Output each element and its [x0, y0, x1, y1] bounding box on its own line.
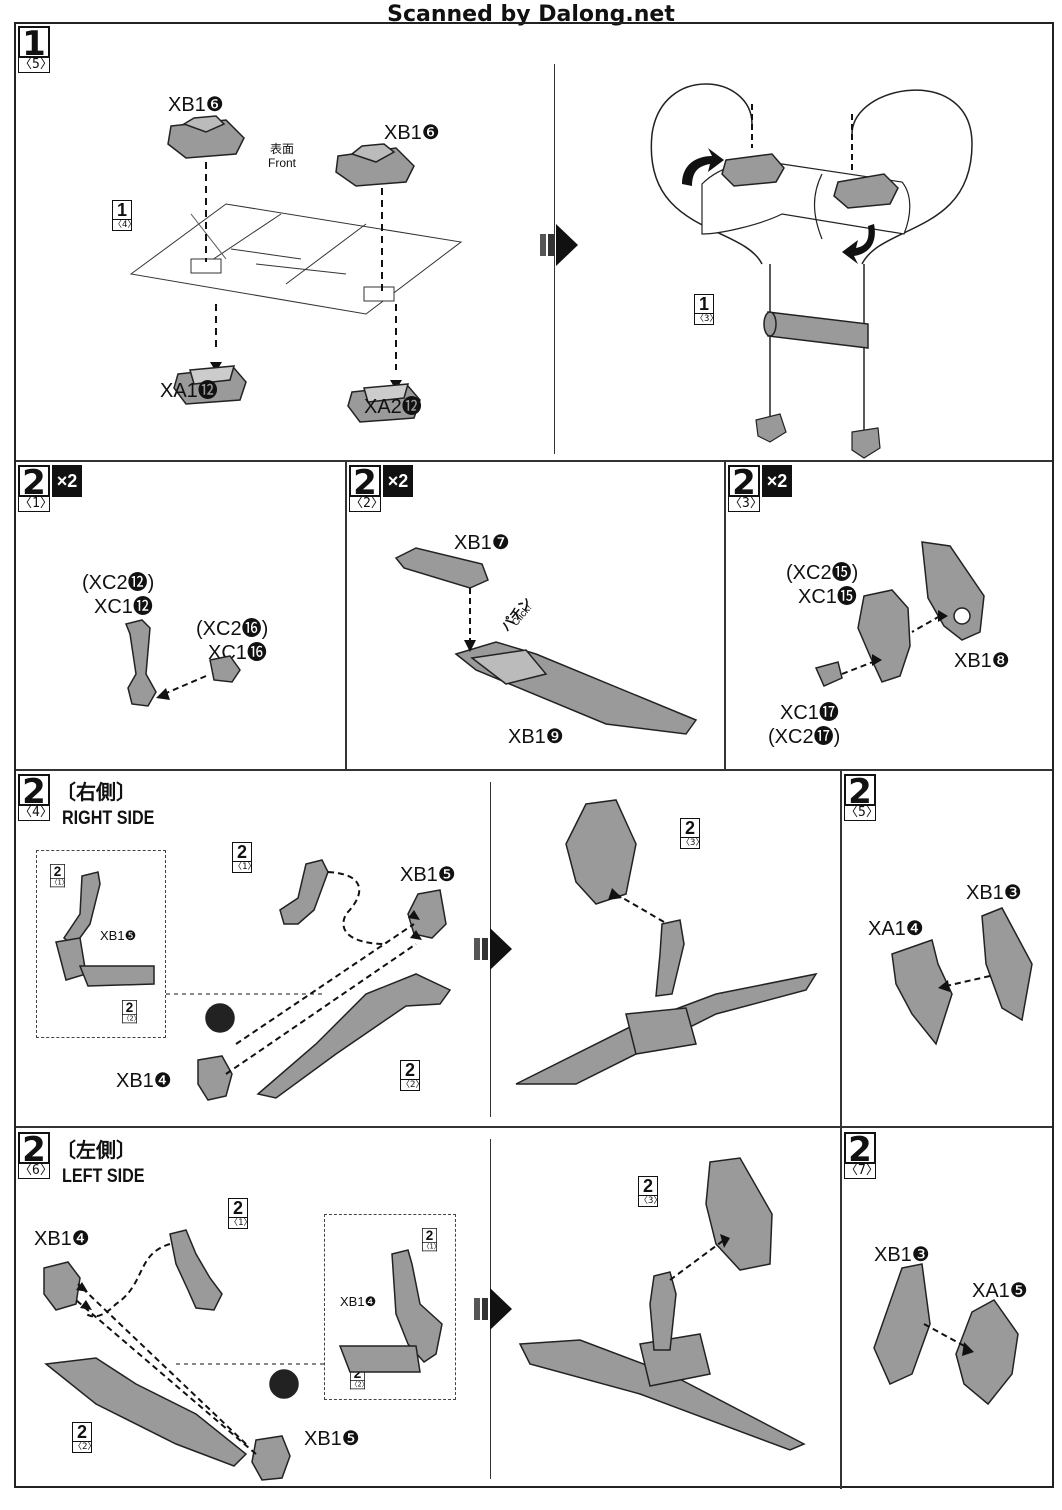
next-arrow-step2-6	[474, 1288, 512, 1330]
ref-badge-sheet: 1 〈4〉	[112, 200, 137, 231]
step2-6-diagram	[43, 1229, 443, 1481]
step-badge-2-4: 2 〈4〉	[18, 772, 53, 821]
ref-right-base: 2 〈2〉	[400, 1060, 425, 1091]
label-xc1-15: XC1⓯	[798, 586, 857, 608]
dashed-guides	[205, 162, 397, 370]
label-xa1-4: XA1❹	[868, 918, 924, 940]
sticker-sheet	[129, 203, 463, 315]
step-badge-2-3: 2 〈3〉	[728, 463, 763, 512]
label-xb1-4-right: XB1❹	[116, 1070, 172, 1092]
part-xa2-12	[347, 383, 421, 423]
step2-1-diagram	[124, 619, 241, 707]
label-xb1-5-left: XB1❺	[304, 1428, 360, 1450]
step2-4-diagram	[55, 859, 452, 1101]
step2-5-diagram	[891, 907, 1033, 1046]
parts-top	[721, 153, 899, 209]
label-xb1-8: XB1❽	[954, 650, 1010, 672]
step1-left-diagram	[129, 115, 463, 423]
label-xb1-7: XB1❼	[454, 532, 510, 554]
label-xb1-6-right: XB1❻	[384, 122, 440, 144]
ref-left-arm: 2 〈1〉	[228, 1198, 253, 1229]
substep-number: 〈5〉	[18, 57, 53, 73]
right-side-title-en: RIGHT SIDE	[62, 808, 155, 829]
inset-ref-right-1: 2 〈1〉	[50, 864, 69, 888]
label-xc1-12: XC1⓬	[94, 596, 153, 618]
step-badge-2-6: 2 〈6〉	[18, 1130, 53, 1179]
ref-left-result: 2 〈3〉	[638, 1176, 663, 1207]
label-xb1-5-right: XB1❺	[400, 864, 456, 886]
label-xb1-4-left: XB1❹	[34, 1228, 90, 1250]
step-badge-2-2: 2 〈2〉	[349, 463, 384, 512]
inset-box-left	[324, 1214, 456, 1400]
next-arrow-step1	[540, 224, 578, 266]
label-xb1-6-left: XB1❻	[168, 94, 224, 116]
label-xa2-12: XA2⓬	[364, 396, 422, 418]
ref-badge-pole: 1 〈3〉	[694, 294, 719, 325]
label-xa1-12: XA1⓬	[160, 380, 218, 402]
step-badge-2-7: 2 〈7〉	[844, 1130, 879, 1179]
col-divider-row2-b	[724, 461, 726, 769]
front-label: 表面 Front	[268, 142, 296, 170]
step2-3-diagram	[814, 541, 985, 687]
label-xb1-3-right: XB1❸	[966, 882, 1022, 904]
label-xb1-9: XB1❾	[508, 726, 564, 748]
col-divider-step1	[554, 64, 555, 454]
label-xb1-3-left: XB1❸	[874, 1244, 930, 1266]
times-badge-2-2: ×2	[383, 465, 413, 497]
front-label-en: Front	[268, 156, 297, 170]
next-arrow-step2-4	[474, 928, 512, 970]
ref-left-base: 2 〈2〉	[72, 1422, 97, 1453]
rotation-arrows	[682, 148, 875, 264]
front-label-jp: 表面	[270, 142, 295, 156]
step2-2-diagram	[394, 547, 698, 735]
right-side-title-jp: 〔右側〕	[56, 782, 136, 804]
label-xc2-16: (XC2⓰)	[196, 618, 269, 640]
wire-loops	[650, 83, 973, 434]
part-xb1-6-left	[167, 115, 245, 159]
step-number: 1	[18, 26, 50, 61]
step2-7-diagram	[873, 1263, 1019, 1406]
inset-ref-left-1: 2 〈1〉	[422, 1228, 441, 1252]
label-xc2-12: (XC2⓬)	[82, 572, 155, 594]
label-xc1-17: XC1⓱	[780, 702, 839, 724]
left-side-title-en: LEFT SIDE	[62, 1166, 145, 1187]
col-divider-row4-b	[840, 1127, 842, 1489]
step2-4-result-diagram	[515, 799, 818, 1085]
pole	[763, 311, 869, 349]
instruction-sheet: 1 〈5〉	[14, 22, 1054, 1489]
row-divider-2	[16, 769, 1052, 771]
step-badge-1: 1 〈5〉	[18, 26, 53, 73]
inset-label-xb1-4: XB1❹	[340, 1294, 377, 1309]
inset-label-xb1-5: XB1❺	[100, 928, 137, 943]
label-xc2-15: (XC2⓯)	[786, 562, 859, 584]
times-badge-2-1: ×2	[52, 465, 82, 497]
col-divider-row3-b	[840, 770, 842, 1127]
inset-box-right	[36, 850, 166, 1038]
label-xc2-17: (XC2⓱)	[768, 726, 841, 748]
row-divider-1	[16, 460, 1052, 462]
part-xa1-12	[173, 365, 247, 405]
col-divider-row2-a	[345, 461, 347, 769]
step1-right-diagram	[650, 83, 973, 459]
step-badge-2-5: 2 〈5〉	[844, 772, 879, 821]
row-divider-3	[16, 1126, 1052, 1128]
ref-right-result: 2 〈3〉	[680, 818, 705, 849]
label-xa1-5: XA1❺	[972, 1280, 1028, 1302]
inset-ref-right-2: 2 〈2〉	[122, 1000, 141, 1024]
step2-6-result-diagram	[518, 1157, 806, 1451]
part-xb1-6-right	[335, 143, 415, 187]
times-badge-2-3: ×2	[762, 465, 792, 497]
ref-right-arm: 2 〈1〉	[232, 842, 257, 873]
left-side-title-jp: 〔左側〕	[56, 1140, 136, 1162]
step-badge-2-1: 2 〈1〉	[18, 463, 53, 512]
